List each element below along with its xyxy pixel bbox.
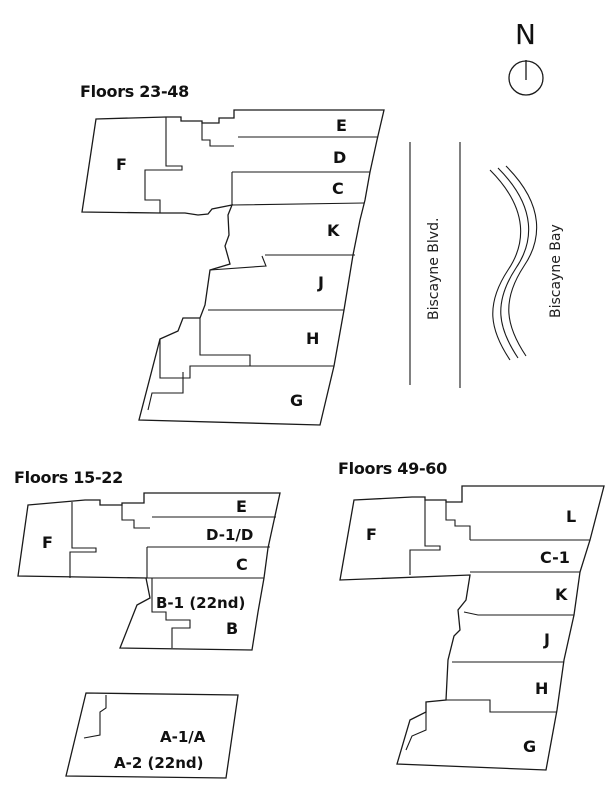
bay-wave xyxy=(489,169,522,361)
north-arrow-icon xyxy=(508,60,544,96)
divider-c-b xyxy=(146,547,264,579)
unit-label: J xyxy=(543,630,550,649)
plan-title-floors-15-22: Floors 15-22 xyxy=(14,468,123,487)
plan-outline xyxy=(81,109,385,426)
wall-f xyxy=(69,502,97,578)
wall-f xyxy=(144,117,183,213)
unit-label: D-1/D xyxy=(206,526,253,544)
plan-outline xyxy=(17,492,281,651)
plan-outline xyxy=(65,692,239,779)
unit-label: L xyxy=(566,507,576,526)
unit-label: C xyxy=(236,555,248,574)
unit-label: G xyxy=(290,391,303,410)
plan-outline xyxy=(339,485,605,771)
wall-f xyxy=(409,500,441,575)
unit-label: E xyxy=(236,497,247,516)
unit-label: F xyxy=(116,155,127,174)
unit-label: H xyxy=(306,329,319,348)
plan-title-floors-23-48: Floors 23-48 xyxy=(80,82,189,101)
plan-floors-49-60: Floors 49-60 F L C-1 K J H G xyxy=(338,459,605,771)
plan-floors-23-48: Floors 23-48 F E D C K J H G xyxy=(80,82,385,426)
divider-k-j xyxy=(463,611,574,616)
unit-label: J xyxy=(317,273,324,292)
unit-label: H xyxy=(535,679,548,698)
plan-floors-15-22: Floors 15-22 F E D-1/D C B-1 (22nd) B xyxy=(14,468,281,651)
divider-h-g xyxy=(446,699,557,713)
divider-c-k xyxy=(231,172,365,206)
plan-title-floors-49-60: Floors 49-60 xyxy=(338,459,447,478)
biscayne-blvd: Biscayne Blvd. xyxy=(409,142,461,388)
bay-wave xyxy=(505,165,538,357)
wall-core xyxy=(121,505,150,529)
unit-label: A-2 (22nd) xyxy=(114,754,204,772)
north-label: N xyxy=(515,18,536,51)
unit-label: B-1 (22nd) xyxy=(156,594,245,612)
unit-label: B xyxy=(226,619,238,638)
bay-wave xyxy=(497,167,530,359)
unit-label: C-1 xyxy=(540,548,570,567)
unit-label: F xyxy=(42,533,53,552)
unit-label: G xyxy=(523,737,536,756)
unit-label: K xyxy=(327,221,340,240)
street-label: Biscayne Blvd. xyxy=(426,218,442,320)
wall-core xyxy=(445,502,471,540)
compass: N xyxy=(508,18,544,96)
unit-label: D xyxy=(333,148,346,167)
wall-core xyxy=(201,123,234,147)
bay-label: Biscayne Bay xyxy=(548,224,564,318)
unit-label: A-1/A xyxy=(160,728,206,746)
divider-h-g xyxy=(199,318,334,367)
unit-label: E xyxy=(336,116,347,135)
unit-label: F xyxy=(366,525,377,544)
wall-g-inner xyxy=(147,372,184,411)
wall-a-inner xyxy=(83,695,107,739)
wall-b-inner xyxy=(151,578,191,648)
wall-g-notch xyxy=(159,339,250,379)
unit-label: C xyxy=(332,179,344,198)
biscayne-bay: Biscayne Bay xyxy=(489,165,564,361)
plan-annex: A-1/A A-2 (22nd) xyxy=(65,692,239,779)
wall-k-notch xyxy=(209,255,267,271)
wall-g-inner xyxy=(405,712,427,751)
unit-label: K xyxy=(555,585,568,604)
